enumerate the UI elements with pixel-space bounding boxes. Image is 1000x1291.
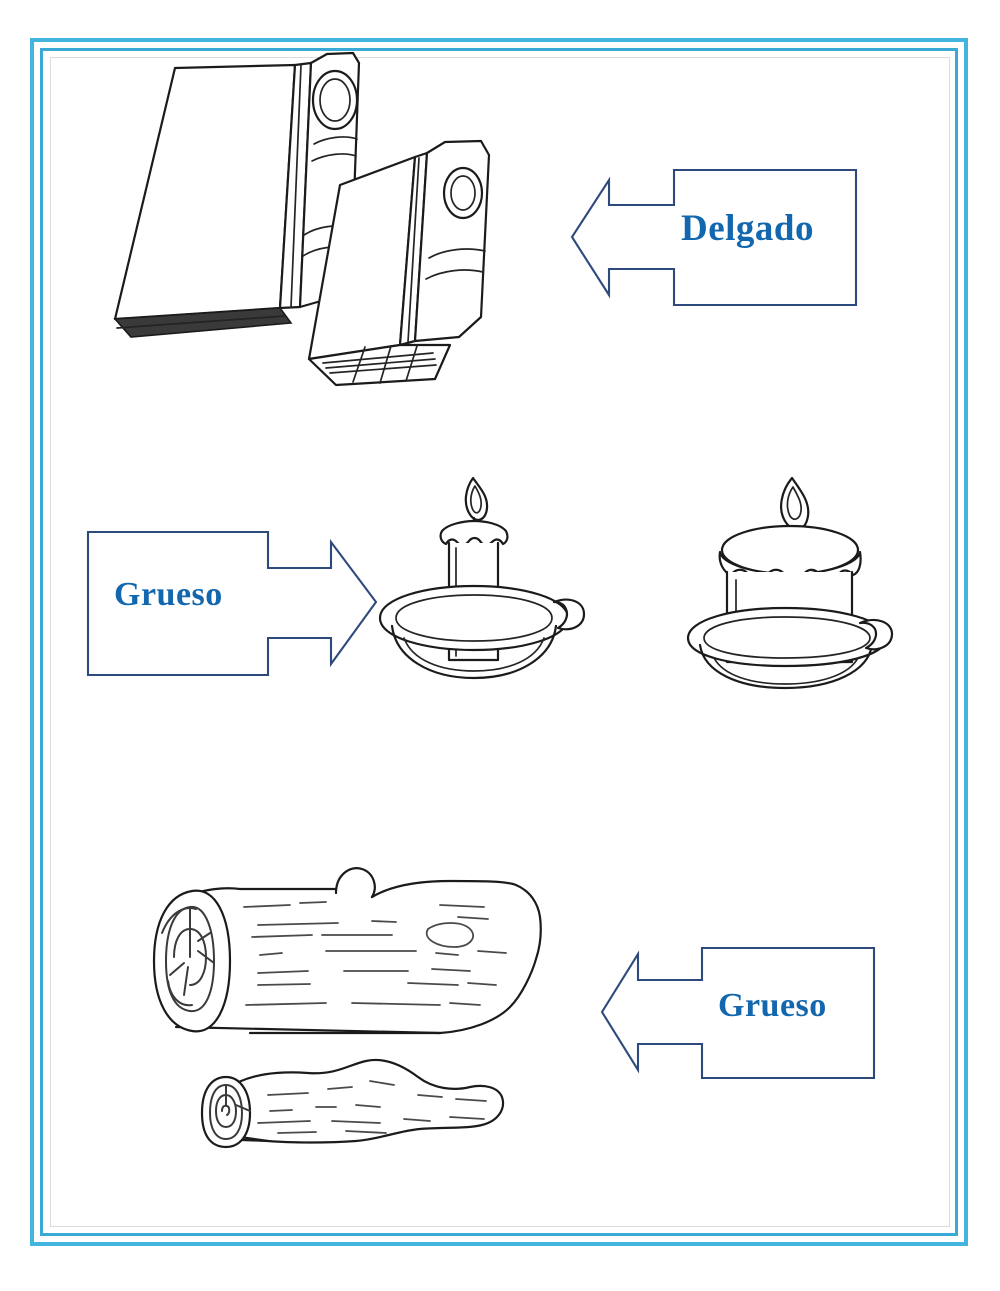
callout-grueso-logs: Grueso: [590, 942, 890, 1084]
callout-label-delgado: Delgado: [681, 208, 814, 249]
logs-illustration: [140, 855, 560, 1165]
arrow-left-shape: [570, 168, 858, 307]
arrow-left-shape: [600, 946, 876, 1080]
thick-candle-illustration: [680, 468, 905, 693]
thin-candle: [378, 476, 586, 680]
thick-log: [152, 867, 542, 1035]
thin-candle-illustration: [370, 468, 595, 693]
thin-book: [307, 139, 491, 387]
thick-candle: [686, 476, 894, 690]
books-illustration: [95, 45, 535, 390]
thin-log: [200, 1058, 505, 1149]
page-frame-inner: [50, 57, 950, 1227]
callout-delgado-books: Delgado: [566, 165, 866, 310]
callout-label-grueso-candles: Grueso: [114, 576, 223, 613]
callout-grueso-candles: Grueso: [84, 528, 384, 680]
callout-label-grueso-logs: Grueso: [718, 987, 827, 1024]
page-frame-outer: [30, 38, 968, 1246]
page-frame-middle: [40, 48, 958, 1236]
arrow-right-shape: [86, 530, 378, 677]
